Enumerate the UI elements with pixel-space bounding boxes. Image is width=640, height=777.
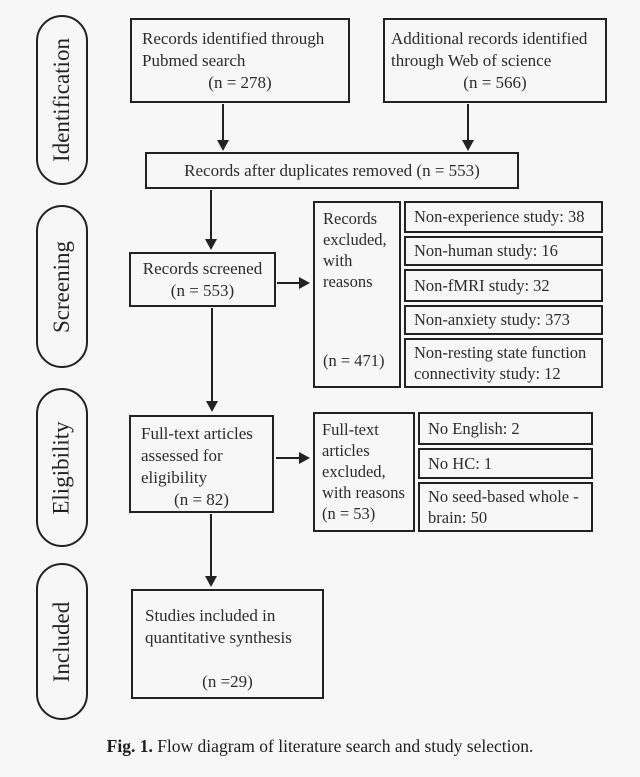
exclusion-screening-reasons: Non-experience study: 38 Non-human study… [404, 201, 603, 388]
box-pubmed-records: Records identified through Pubmed search… [130, 18, 350, 103]
box-duplicates-removed-text: Records after duplicates removed (n = 55… [184, 160, 480, 180]
exclusion-eligibility-count: (n = 53) [322, 504, 376, 523]
figure-caption-label: Fig. 1. [106, 736, 153, 756]
exclusion-eligibility-label-cell: Full-text articles excluded, with reason… [313, 412, 415, 532]
stage-screening-label: Screening [49, 240, 74, 333]
exclusion-reason-row: No HC: 1 [418, 447, 593, 479]
exclusion-screening-count: (n = 471) [323, 351, 385, 370]
box-wos-count: (n = 566) [463, 73, 527, 92]
box-studies-included: Studies included in quantitative synthes… [131, 589, 324, 699]
box-pubmed-line2: Pubmed search [142, 51, 246, 70]
arrowhead-down-icon [205, 576, 217, 587]
arrow-screened-to-fulltext [206, 308, 218, 412]
box-records-screened: Records screened (n = 553) [129, 252, 276, 307]
exclusion-screening-label-cell: Records excluded, with reasons (n = 471) [313, 201, 401, 388]
box-wos-line2: through Web of science [391, 51, 552, 70]
exclusion-reason-row: No seed-based whole -brain: 50 [418, 482, 593, 532]
stage-eligibility: Eligibility [36, 388, 88, 547]
exclusion-eligibility-reasons: No English: 2 No HC: 1 No seed-based who… [418, 412, 593, 532]
exclusion-reason-row: Non-resting state function connectivity … [404, 337, 603, 388]
exclusion-screening-label: Records excluded, with reasons [323, 209, 387, 291]
box-screened-line1: Records screened [142, 259, 263, 278]
box-screened-count: (n = 553) [170, 281, 235, 300]
arrowhead-down-icon [205, 239, 217, 250]
box-wos-line1: Additional records identified [391, 29, 588, 48]
arrow-fulltext-to-included [205, 514, 217, 587]
box-included-line1: Studies included in [145, 606, 276, 625]
box-duplicates-removed: Records after duplicates removed (n = 55… [145, 152, 519, 189]
arrowhead-down-icon [217, 140, 229, 151]
stage-identification-label: Identification [49, 38, 74, 162]
exclusion-reason-row: Non-experience study: 38 [404, 201, 603, 233]
stage-included: Included [36, 563, 88, 720]
box-fulltext-assessed: Full-text articles assessed for eligibil… [129, 415, 274, 513]
arrow-duplicates-to-screened [205, 190, 217, 250]
arrowhead-down-icon [206, 401, 218, 412]
arrow-fulltext-to-excluded [276, 452, 310, 464]
figure-caption: Fig. 1. Flow diagram of literature searc… [0, 736, 640, 757]
stage-identification: Identification [36, 15, 88, 185]
stage-eligibility-label: Eligibility [49, 420, 74, 515]
exclusion-screening-spacer [323, 292, 393, 350]
arrowhead-down-icon [462, 140, 474, 151]
exclusion-eligibility-label: Full-text articles excluded, with reason… [322, 420, 405, 502]
exclusion-reason-row: Non-fMRI study: 32 [404, 269, 603, 302]
exclusion-reason-row: Non-human study: 16 [404, 235, 603, 267]
arrow-pubmed-to-duplicates [217, 104, 229, 151]
box-included-count: (n =29) [202, 672, 253, 691]
box-fulltext-line1: Full-text articles [141, 424, 253, 443]
box-included-line2: quantitative synthesis [145, 628, 292, 647]
box-pubmed-count: (n = 278) [208, 73, 272, 92]
box-web-of-science-records: Additional records identified through We… [383, 18, 607, 103]
figure-caption-text: Flow diagram of literature search and st… [152, 736, 534, 756]
arrowhead-right-icon [299, 277, 310, 289]
arrow-wos-to-duplicates [462, 104, 474, 151]
box-pubmed-line1: Records identified through [142, 29, 325, 48]
exclusion-reason-row: Non-anxiety study: 373 [404, 304, 603, 335]
box-fulltext-line2: assessed for [141, 446, 223, 465]
exclusion-reason-row: No English: 2 [418, 412, 593, 445]
stage-included-label: Included [49, 601, 74, 682]
arrowhead-right-icon [299, 452, 310, 464]
arrow-screened-to-excluded [277, 277, 310, 289]
box-fulltext-count: (n = 82) [174, 490, 229, 509]
box-fulltext-line3: eligibility [141, 468, 208, 487]
stage-screening: Screening [36, 205, 88, 368]
